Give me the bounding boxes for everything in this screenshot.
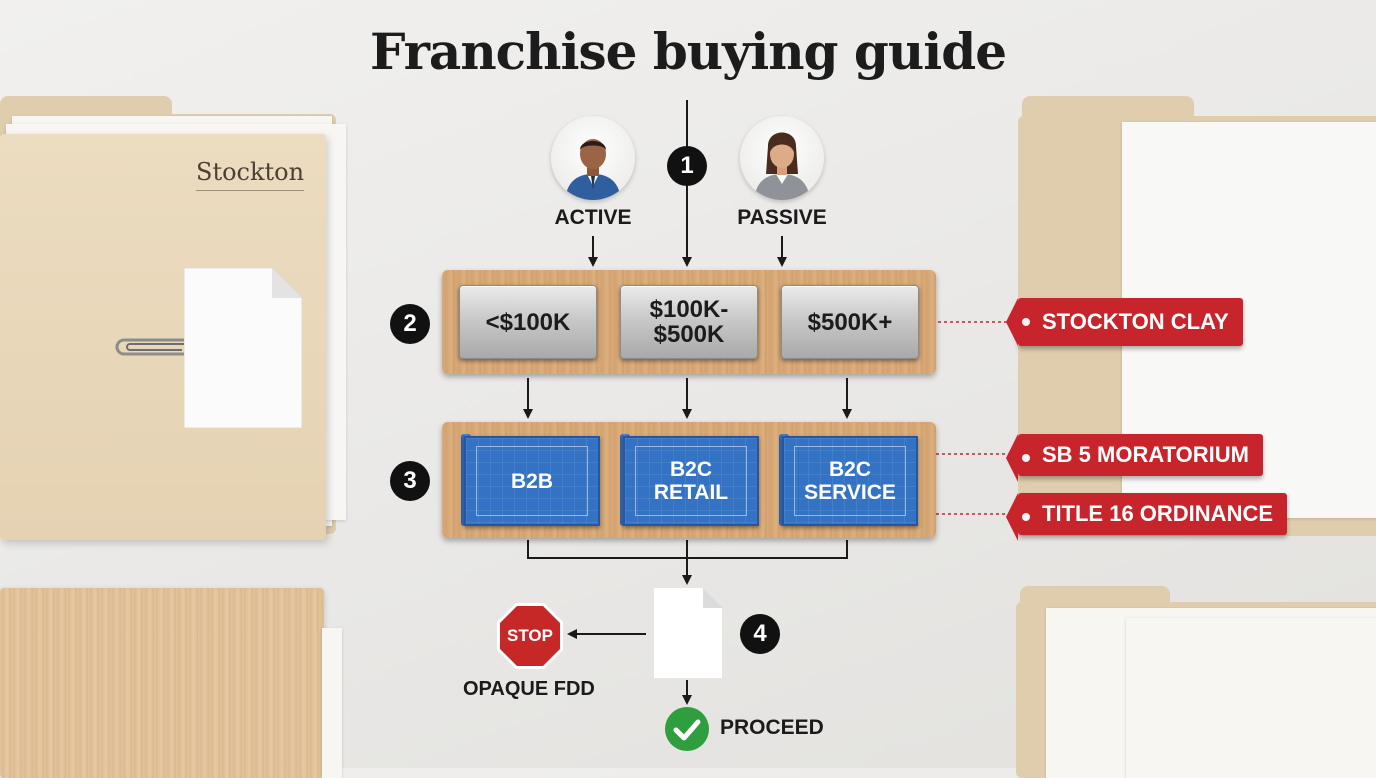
business-type-label: B2B	[510, 469, 553, 493]
business-type-label: B2C RETAIL	[653, 458, 729, 504]
page-title: Franchise buying guide	[369, 22, 1007, 81]
step-3-badge: 3	[390, 461, 430, 501]
business-type-label: B2C SERVICE	[804, 458, 896, 504]
proceed-outcome-label: PROCEED	[720, 716, 824, 739]
investment-option[interactable]: <$100K	[459, 285, 597, 359]
left-bottom-folder	[0, 588, 324, 778]
business-type-option[interactable]: B2C SERVICE	[782, 436, 918, 526]
option-label-active: ACTIVE	[554, 206, 632, 229]
woman-avatar-icon	[740, 116, 824, 200]
stockton-clay-tag: STOCKTON CLAY	[1006, 298, 1243, 346]
step-4-badge: 4	[740, 614, 780, 654]
man-avatar-icon	[551, 116, 635, 200]
sb5-moratorium-tag: SB 5 MORATORIUM	[1006, 434, 1263, 482]
paper-clip-icon	[110, 332, 200, 362]
title16-ordinance-tag: TITLE 16 ORDINANCE	[1005, 493, 1288, 541]
step-1-badge: 1	[667, 146, 707, 186]
investment-option[interactable]: $100K- $500K	[620, 285, 758, 359]
investment-option[interactable]: $500K+	[781, 285, 919, 359]
business-type-option[interactable]: B2B	[464, 436, 600, 526]
option-label-passive: PASSIVE	[737, 206, 827, 229]
right-bottom-folder	[1016, 586, 1376, 778]
stop-sign-text: STOP	[507, 626, 553, 645]
stop-outcome-label: OPAQUE FDD	[463, 678, 595, 700]
check-circle-icon	[664, 706, 710, 752]
business-type-option[interactable]: B2C RETAIL	[623, 436, 759, 526]
left-folder-stack: Stockton	[0, 96, 360, 546]
clipped-document-icon	[183, 267, 303, 429]
folder-label: Stockton	[196, 158, 305, 191]
step-2-badge: 2	[390, 304, 430, 344]
stop-sign-icon: STOP	[496, 602, 564, 670]
